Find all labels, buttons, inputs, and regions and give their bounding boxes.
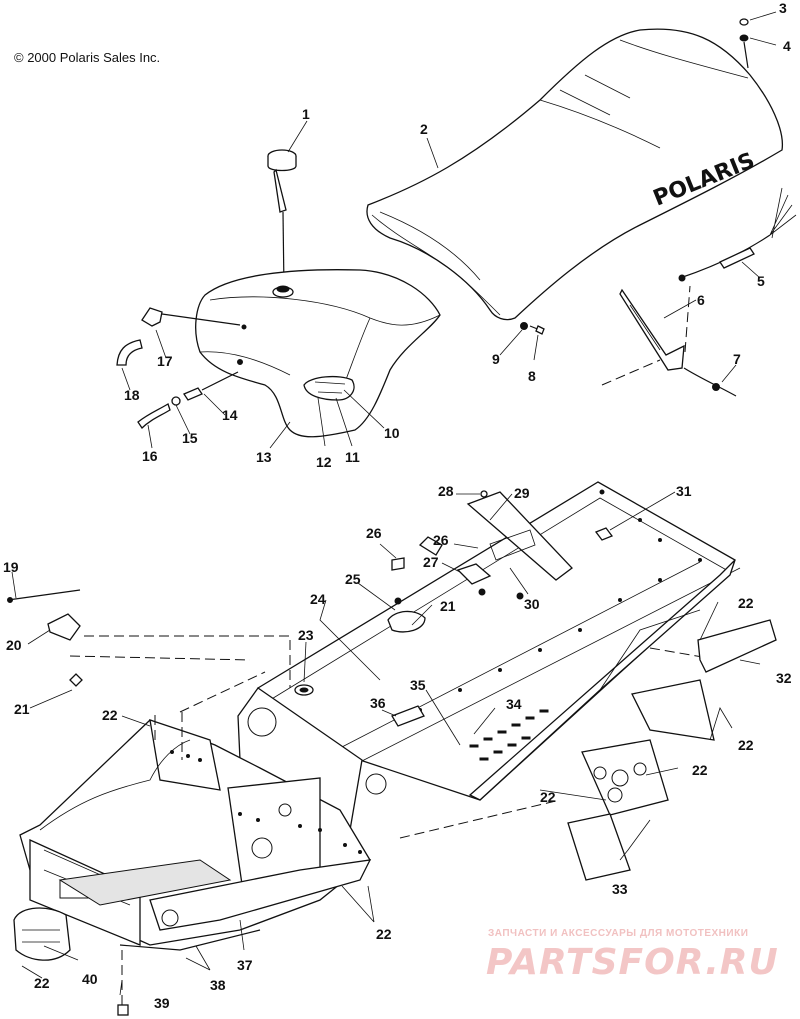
watermark-logo: PARTSFOR.RU	[486, 942, 779, 983]
callout-38: 38	[210, 977, 226, 993]
seat-nut	[739, 18, 749, 69]
callout-17: 17	[157, 353, 173, 369]
callout-16: 16	[142, 448, 158, 464]
callout-labels: 1 2 3 4 5 6 7 8 9 10 11 12 13 14 15 16 1…	[3, 0, 792, 1011]
callout-22-center: 22	[540, 789, 556, 805]
callout-27: 27	[423, 554, 439, 570]
callout-39: 39	[154, 995, 170, 1011]
callout-40: 40	[82, 971, 98, 987]
seat-screw	[520, 322, 545, 335]
callout-12: 12	[316, 454, 332, 470]
fuel-tank	[195, 269, 441, 438]
seat-strap	[601, 285, 737, 397]
callout-2: 2	[420, 121, 428, 137]
callout-8: 8	[528, 368, 536, 384]
callout-21-left: 21	[14, 701, 30, 717]
callout-31: 31	[676, 483, 692, 499]
callout-15: 15	[182, 430, 198, 446]
leader-lines	[11, 11, 777, 996]
callout-22-right-top: 22	[738, 595, 754, 611]
copyright-notice: © 2000 Polaris Sales Inc.	[14, 50, 161, 65]
callout-22-right-low: 22	[692, 762, 708, 778]
callout-4: 4	[783, 38, 791, 54]
callout-23: 23	[298, 627, 314, 643]
callout-34: 34	[506, 696, 522, 712]
callout-37: 37	[237, 957, 253, 973]
watermark-caption: ЗАПЧАСТИ И АКСЕССУАРЫ ДЛЯ МОТОТЕХНИКИ	[488, 928, 749, 939]
fuel-hose	[137, 371, 239, 430]
callout-18: 18	[124, 387, 140, 403]
callout-24: 24	[310, 591, 326, 607]
callout-13: 13	[256, 449, 272, 465]
seat-cable	[678, 187, 797, 282]
callout-3: 3	[779, 0, 787, 16]
callout-26-mid: 26	[433, 532, 449, 548]
callout-35: 35	[410, 677, 426, 693]
callout-7: 7	[733, 351, 741, 367]
callout-26-top: 26	[366, 525, 382, 541]
callout-21-tunnel: 21	[440, 598, 456, 614]
callout-28: 28	[438, 483, 454, 499]
brackets-and-hardware	[7, 490, 777, 881]
callout-22-bottom: 22	[376, 926, 392, 942]
seat: POLARIS	[366, 28, 784, 321]
callout-22-right-mid: 22	[738, 737, 754, 753]
callout-32: 32	[776, 670, 792, 686]
callout-10: 10	[384, 425, 400, 441]
callout-30: 30	[524, 596, 540, 612]
callout-19: 19	[3, 559, 19, 575]
callout-11: 11	[345, 449, 360, 465]
callout-6: 6	[697, 292, 705, 308]
callout-29: 29	[514, 485, 530, 501]
gas-cap	[267, 149, 297, 291]
callout-25: 25	[345, 571, 361, 587]
callout-22-front: 22	[102, 707, 118, 723]
callout-1: 1	[302, 106, 310, 122]
callout-33: 33	[612, 881, 628, 897]
callout-22-bumper: 22	[34, 975, 50, 991]
callout-36: 36	[370, 695, 386, 711]
callout-9: 9	[492, 351, 500, 367]
callout-20: 20	[6, 637, 22, 653]
callout-14: 14	[222, 407, 238, 423]
chassis-frame	[13, 481, 741, 1016]
vent-fitting	[116, 307, 241, 366]
callout-5: 5	[757, 273, 765, 289]
